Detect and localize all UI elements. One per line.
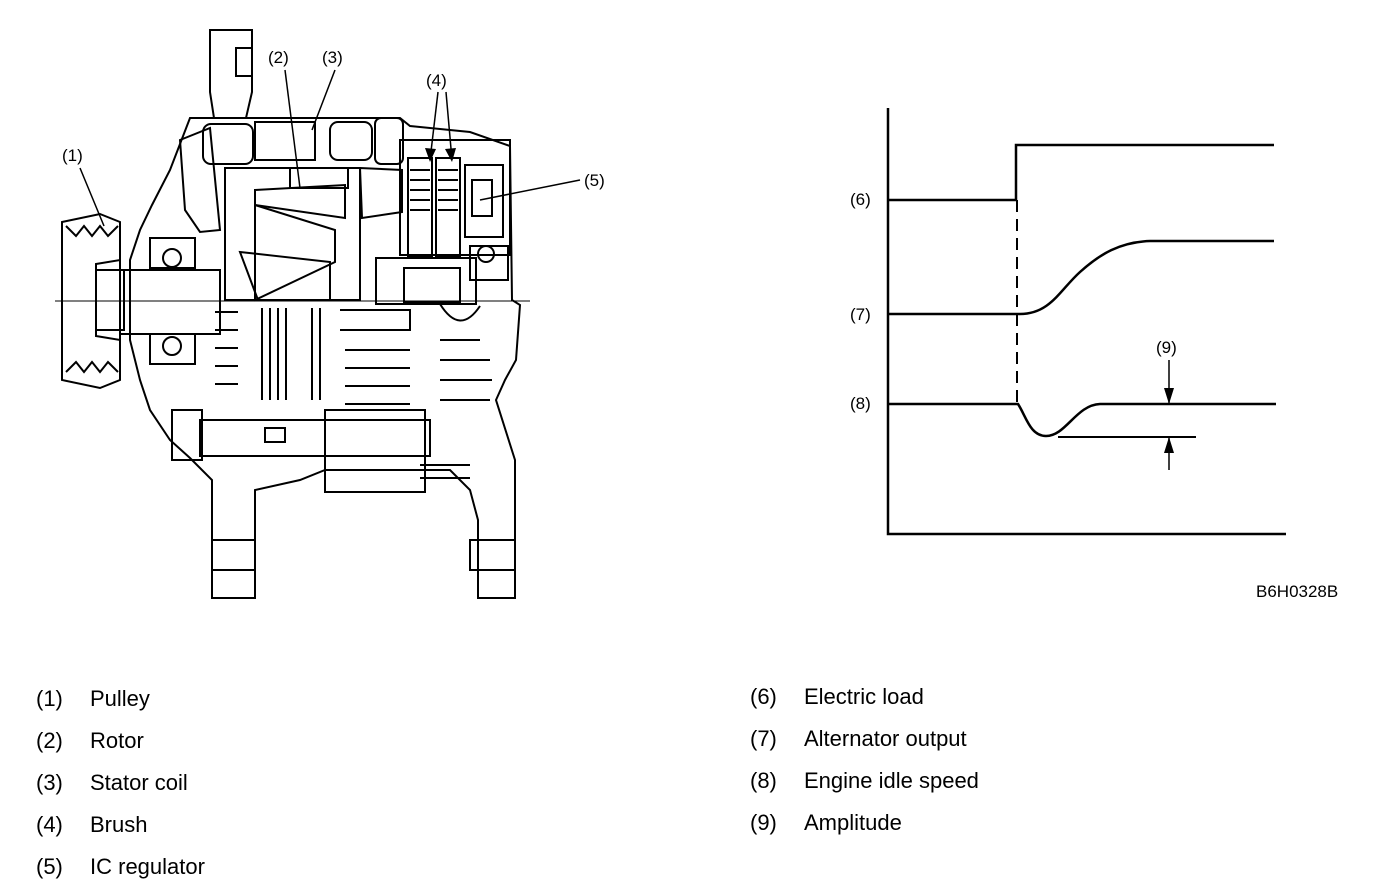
- amplitude-arrow-down: [1164, 388, 1174, 404]
- callout-7: (7): [850, 305, 871, 324]
- callout-9: (9): [1156, 338, 1177, 357]
- legend-label: Electric load: [804, 684, 924, 709]
- callout-2: (2): [268, 48, 289, 67]
- legend-label: Pulley: [90, 686, 150, 711]
- legend-number: (9): [750, 810, 777, 835]
- legend-number: (7): [750, 726, 777, 751]
- legend-label: Rotor: [90, 728, 144, 753]
- alternator-output-trace: [888, 239, 1274, 316]
- legend-item: (3) Stator coil: [36, 762, 205, 804]
- legend-item: (5) IC regulator: [36, 846, 205, 888]
- legend-item: (7) Alternator output: [750, 718, 979, 760]
- legend-label: IC regulator: [90, 854, 205, 879]
- callout-6: (6): [850, 190, 871, 209]
- legend-item: (9) Amplitude: [750, 802, 979, 844]
- legend-item: (4) Brush: [36, 804, 205, 846]
- arrowhead: [445, 148, 456, 162]
- callout-1: (1): [62, 146, 83, 165]
- legend-item: (2) Rotor: [36, 720, 205, 762]
- callout-5: (5): [584, 171, 605, 190]
- legend-components: (1) Pulley (2) Rotor (3) Stator coil (4) Bru…: [36, 678, 205, 888]
- legend-label: Amplitude: [804, 810, 902, 835]
- legend-number: (8): [750, 768, 777, 793]
- callout-leaders: [79, 69, 581, 227]
- legend-label: Brush: [90, 812, 148, 837]
- callout-8: (8): [850, 394, 871, 413]
- legend-number: (4): [36, 812, 63, 837]
- figure-code: B6H0328B: [1256, 582, 1338, 601]
- arrowhead: [425, 148, 436, 162]
- legend-item: (8) Engine idle speed: [750, 760, 979, 802]
- electric-load-trace: [888, 143, 1274, 202]
- legend-number: (2): [36, 728, 63, 753]
- legend-number: (1): [36, 686, 63, 711]
- legend-number: (6): [750, 684, 777, 709]
- timing-graph: [886, 108, 1286, 536]
- legend-number: (5): [36, 854, 63, 879]
- legend-number: (3): [36, 770, 63, 795]
- legend-item: (1) Pulley: [36, 678, 205, 720]
- legend-label: Stator coil: [90, 770, 188, 795]
- engine-idle-speed-trace: [888, 402, 1276, 438]
- callout-4: (4): [426, 71, 447, 90]
- graph-axes: [886, 108, 1286, 536]
- legend-item: (6) Electric load: [750, 676, 979, 718]
- alternator-cutaway-drawing: [61, 29, 522, 599]
- legend-label: Engine idle speed: [804, 768, 979, 793]
- amplitude-arrow-up: [1164, 437, 1174, 453]
- legend-label: Alternator output: [804, 726, 967, 751]
- callout-3: (3): [322, 48, 343, 67]
- legend-graph: (6) Electric load (7) Alternator output (8…: [750, 676, 979, 844]
